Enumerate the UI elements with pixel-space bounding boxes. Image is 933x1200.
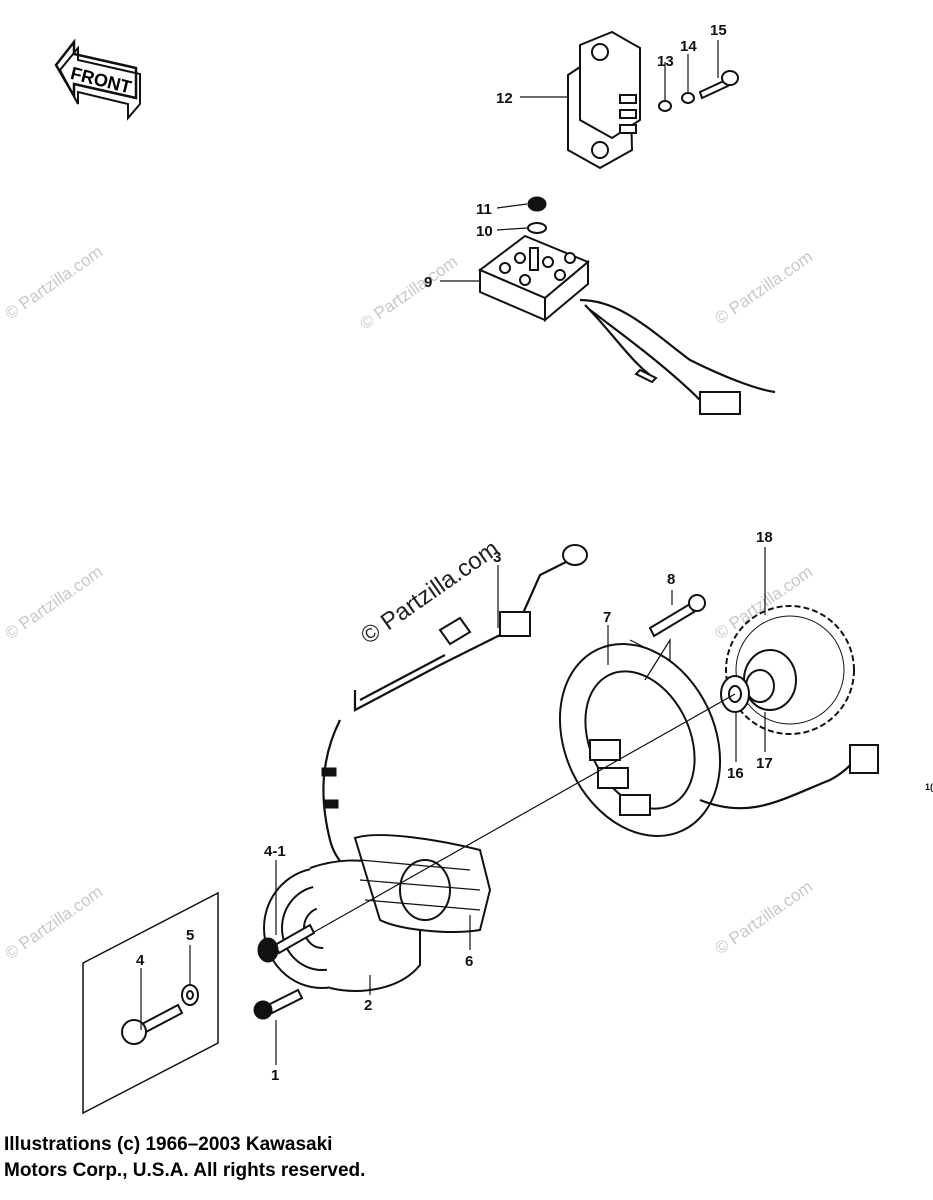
callout-14: 14 bbox=[680, 38, 697, 55]
watermark: © Partzilla.com bbox=[1, 562, 106, 643]
rectifier-part-9 bbox=[478, 234, 776, 415]
callout-3: 3 bbox=[493, 549, 501, 566]
nut-part-11 bbox=[527, 196, 547, 212]
inset-box bbox=[82, 891, 219, 1115]
callout-16: 16 bbox=[727, 765, 744, 782]
harness-part-3 bbox=[321, 544, 588, 901]
screw-part-15 bbox=[698, 70, 739, 100]
stator-part-7 bbox=[558, 642, 879, 838]
callout-2: 2 bbox=[364, 997, 372, 1014]
callout-7: 7 bbox=[603, 609, 611, 626]
watermark: © Partzilla.com bbox=[711, 877, 816, 958]
washer-part-10 bbox=[527, 222, 547, 234]
callout-6: 6 bbox=[465, 953, 473, 970]
copyright-line-1: Illustrations (c) 1966–2003 Kawasaki bbox=[4, 1134, 333, 1155]
callout-edge: 1( bbox=[925, 782, 933, 792]
callout-18: 18 bbox=[756, 529, 773, 546]
callout-10: 10 bbox=[476, 223, 493, 240]
callout-11: 11 bbox=[476, 201, 492, 218]
bolt-part-4-1 bbox=[257, 923, 316, 963]
callout-17: 17 bbox=[756, 755, 773, 772]
callout-8: 8 bbox=[667, 571, 675, 588]
bolt-part-1 bbox=[253, 988, 304, 1020]
front-arrow: FRONT bbox=[54, 38, 141, 121]
screw-guide-line bbox=[629, 637, 671, 681]
lock-washer-part-14 bbox=[681, 92, 695, 104]
callout-1: 1 bbox=[271, 1067, 279, 1084]
callout-15: 15 bbox=[710, 22, 727, 39]
assembly-axis-line bbox=[299, 693, 736, 941]
leader-lines bbox=[140, 40, 766, 1065]
callout-4: 4 bbox=[136, 952, 145, 969]
screw-part-8 bbox=[648, 594, 706, 638]
copyright-notice: Illustrations (c) 1966–2003 Kawasaki Mot… bbox=[4, 1132, 365, 1184]
callout-12: 12 bbox=[496, 90, 513, 107]
watermark: © Partzilla.com bbox=[1, 242, 106, 323]
callout-13: 13 bbox=[657, 53, 674, 70]
watermark-prominent: © Partzilla.com bbox=[356, 535, 504, 650]
washer-part-13 bbox=[658, 100, 672, 112]
watermark: © Partzilla.com bbox=[711, 247, 816, 328]
callouts: 12 13 14 15 11 10 9 3 8 7 18 16 17 1( 4-… bbox=[136, 22, 933, 1084]
callout-5: 5 bbox=[186, 927, 194, 944]
copyright-line-2: Motors Corp., U.S.A. All rights reserved… bbox=[4, 1160, 366, 1181]
hub-part-17 bbox=[743, 649, 797, 711]
watermark: © Partzilla.com bbox=[356, 252, 461, 333]
regulator-part-12 bbox=[567, 30, 641, 170]
rotor-part-6 bbox=[353, 834, 492, 933]
callout-9: 9 bbox=[424, 274, 432, 291]
callout-4-1: 4-1 bbox=[264, 843, 286, 860]
watermark: © Partzilla.com bbox=[1, 882, 106, 963]
